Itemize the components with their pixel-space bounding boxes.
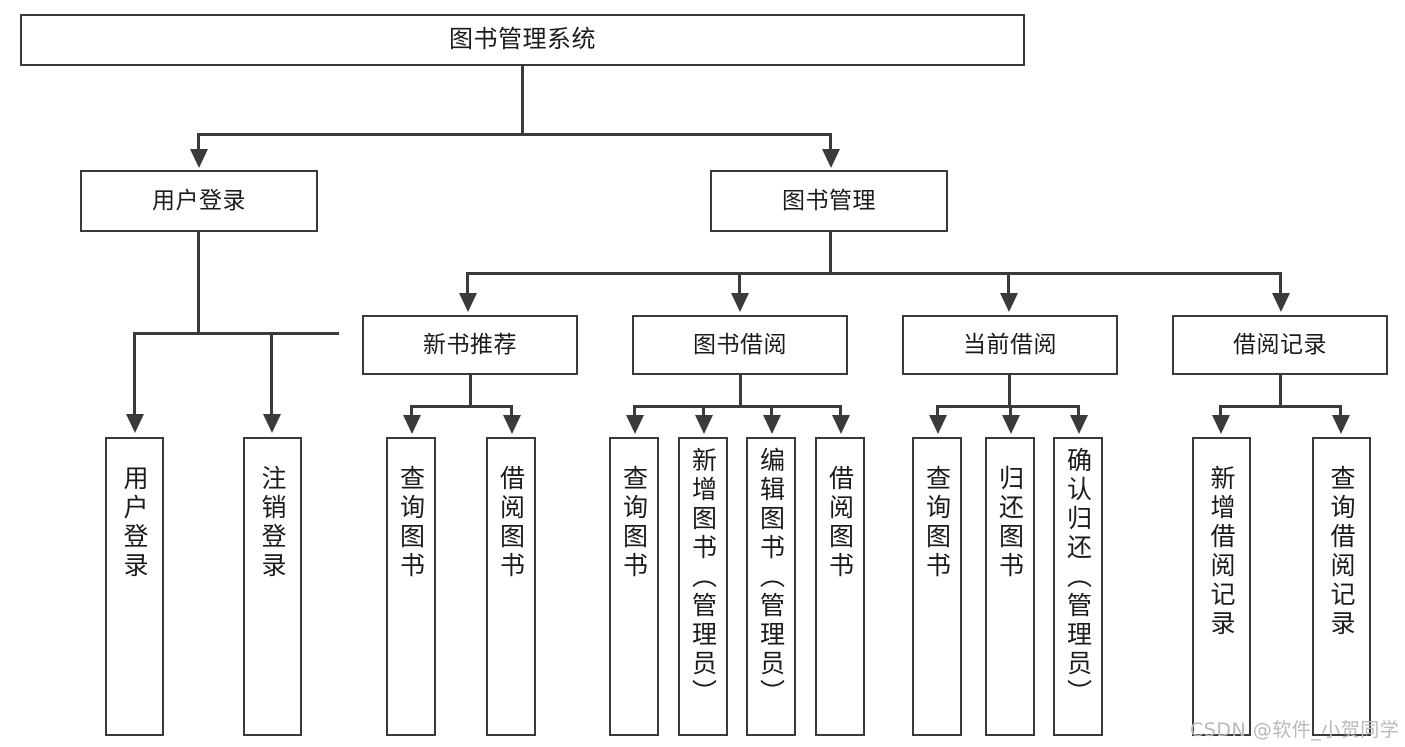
connector-leaf-edit-book (770, 405, 773, 417)
connector-to-book-manage (829, 133, 832, 152)
connector-to-borrow-record (1279, 272, 1282, 296)
node-borrow-record[interactable]: 借阅记录 (1172, 315, 1388, 375)
node-label: 新增借阅记录 (1207, 465, 1236, 639)
node-current-borrow[interactable]: 当前借阅 (902, 315, 1118, 375)
connector-leaf-query-record (1339, 405, 1342, 417)
node-label: 确认归还（管理员） (1063, 447, 1093, 708)
arrow-to-new-book (459, 293, 477, 312)
node-label: 借阅图书 (825, 465, 855, 581)
arrow-leaf-borrow-book-2 (832, 415, 850, 434)
node-leaf-add-book[interactable]: 新增图书（管理员） (678, 437, 728, 736)
node-label: 新书推荐 (423, 331, 517, 358)
node-leaf-query-book-3[interactable]: 查询图书 (912, 437, 962, 736)
node-leaf-return-book[interactable]: 归还图书 (985, 437, 1035, 736)
connector-user-login-stem (197, 232, 200, 334)
arrow-leaf-add-record (1212, 415, 1230, 434)
connector-to-book-borrow (738, 272, 741, 296)
arrow-to-book-borrow (731, 293, 749, 312)
node-leaf-query-book-1[interactable]: 查询图书 (386, 437, 436, 736)
connector-leaf-add-record (1219, 405, 1222, 417)
connector-leaf-user-login (133, 332, 136, 416)
arrow-leaf-query-record (1332, 415, 1350, 434)
connector-book-manage-stem (829, 232, 832, 274)
connector-leaf-query-book-3 (936, 405, 939, 417)
connector-leaf-add-book (702, 405, 705, 417)
node-label: 注销登录 (258, 465, 287, 581)
node-leaf-confirm-return[interactable]: 确认归还（管理员） (1053, 437, 1103, 736)
arrow-to-user-login (190, 149, 208, 168)
node-book-borrow[interactable]: 图书借阅 (632, 315, 848, 375)
node-book-manage[interactable]: 图书管理 (710, 170, 948, 232)
connector-leaf-borrow-book-2 (839, 405, 842, 417)
arrow-leaf-query-book-2 (626, 415, 644, 434)
node-label: 查询图书 (619, 465, 649, 581)
node-label: 查询借阅记录 (1327, 465, 1356, 639)
node-leaf-query-record[interactable]: 查询借阅记录 (1312, 437, 1371, 736)
connector-leaf-borrow-book-1 (510, 405, 513, 417)
connector-new-book-stem (469, 375, 472, 407)
connector-to-user-login (197, 133, 200, 152)
node-label: 借阅记录 (1233, 331, 1327, 358)
connector-to-new-book (466, 272, 469, 296)
node-new-book-recommend[interactable]: 新书推荐 (362, 315, 578, 375)
node-label: 图书借阅 (693, 331, 787, 358)
arrow-leaf-borrow-book-1 (503, 415, 521, 434)
node-label: 用户登录 (120, 465, 149, 581)
node-label: 借阅图书 (496, 465, 526, 581)
connector-current-borrow-bar (936, 405, 1077, 408)
node-leaf-user-logout[interactable]: 注销登录 (243, 437, 302, 736)
arrow-leaf-return-book (1002, 415, 1020, 434)
node-leaf-edit-book[interactable]: 编辑图书（管理员） (746, 437, 796, 736)
node-root-system[interactable]: 图书管理系统 (20, 14, 1025, 66)
arrow-to-current-borrow (1000, 293, 1018, 312)
connector-to-current-borrow (1007, 272, 1010, 296)
connector-leaf-query-book-2 (633, 405, 636, 417)
connector-book-borrow-stem (739, 375, 742, 407)
node-leaf-query-book-2[interactable]: 查询图书 (609, 437, 659, 736)
connector-borrow-record-bar (1219, 405, 1342, 408)
node-label: 查询图书 (396, 465, 426, 581)
arrow-to-borrow-record (1272, 293, 1290, 312)
node-label: 编辑图书（管理员） (756, 447, 786, 708)
node-user-login[interactable]: 用户登录 (80, 170, 318, 232)
node-label: 新增图书（管理员） (688, 447, 718, 708)
connector-leaf-query-book-1 (410, 405, 413, 417)
arrow-leaf-confirm-return (1070, 415, 1088, 434)
connector-borrow-record-stem (1279, 375, 1282, 407)
node-label: 当前借阅 (963, 331, 1057, 358)
arrow-leaf-query-book-3 (929, 415, 947, 434)
connector-new-book-bar (410, 405, 512, 408)
connector-book-manage-bar (466, 272, 1282, 275)
node-label: 查询图书 (922, 465, 952, 581)
arrow-leaf-query-book-1 (403, 415, 421, 434)
node-label: 归还图书 (995, 465, 1025, 581)
arrow-to-book-manage (822, 149, 840, 168)
node-label: 图书管理 (782, 187, 876, 214)
connector-user-login-bar (133, 332, 339, 335)
arrow-leaf-user-logout (263, 414, 281, 433)
node-leaf-borrow-book-1[interactable]: 借阅图书 (486, 437, 536, 736)
connector-current-borrow-stem (1008, 375, 1011, 407)
node-leaf-user-login[interactable]: 用户登录 (105, 437, 164, 736)
arrow-leaf-add-book (695, 415, 713, 434)
arrow-leaf-user-login (126, 414, 144, 433)
node-label: 用户登录 (152, 187, 246, 214)
connector-leaf-return-book (1009, 405, 1012, 417)
connector-leaf-confirm-return (1077, 405, 1080, 417)
connector-root-stem (521, 66, 524, 134)
node-leaf-borrow-book-2[interactable]: 借阅图书 (815, 437, 865, 736)
connector-leaf-user-logout (270, 332, 273, 416)
node-leaf-add-record[interactable]: 新增借阅记录 (1192, 437, 1251, 736)
connector-book-borrow-bar (633, 405, 841, 408)
arrow-leaf-edit-book (763, 415, 781, 434)
connector-root-bar (197, 133, 831, 136)
node-label: 图书管理系统 (449, 25, 596, 54)
